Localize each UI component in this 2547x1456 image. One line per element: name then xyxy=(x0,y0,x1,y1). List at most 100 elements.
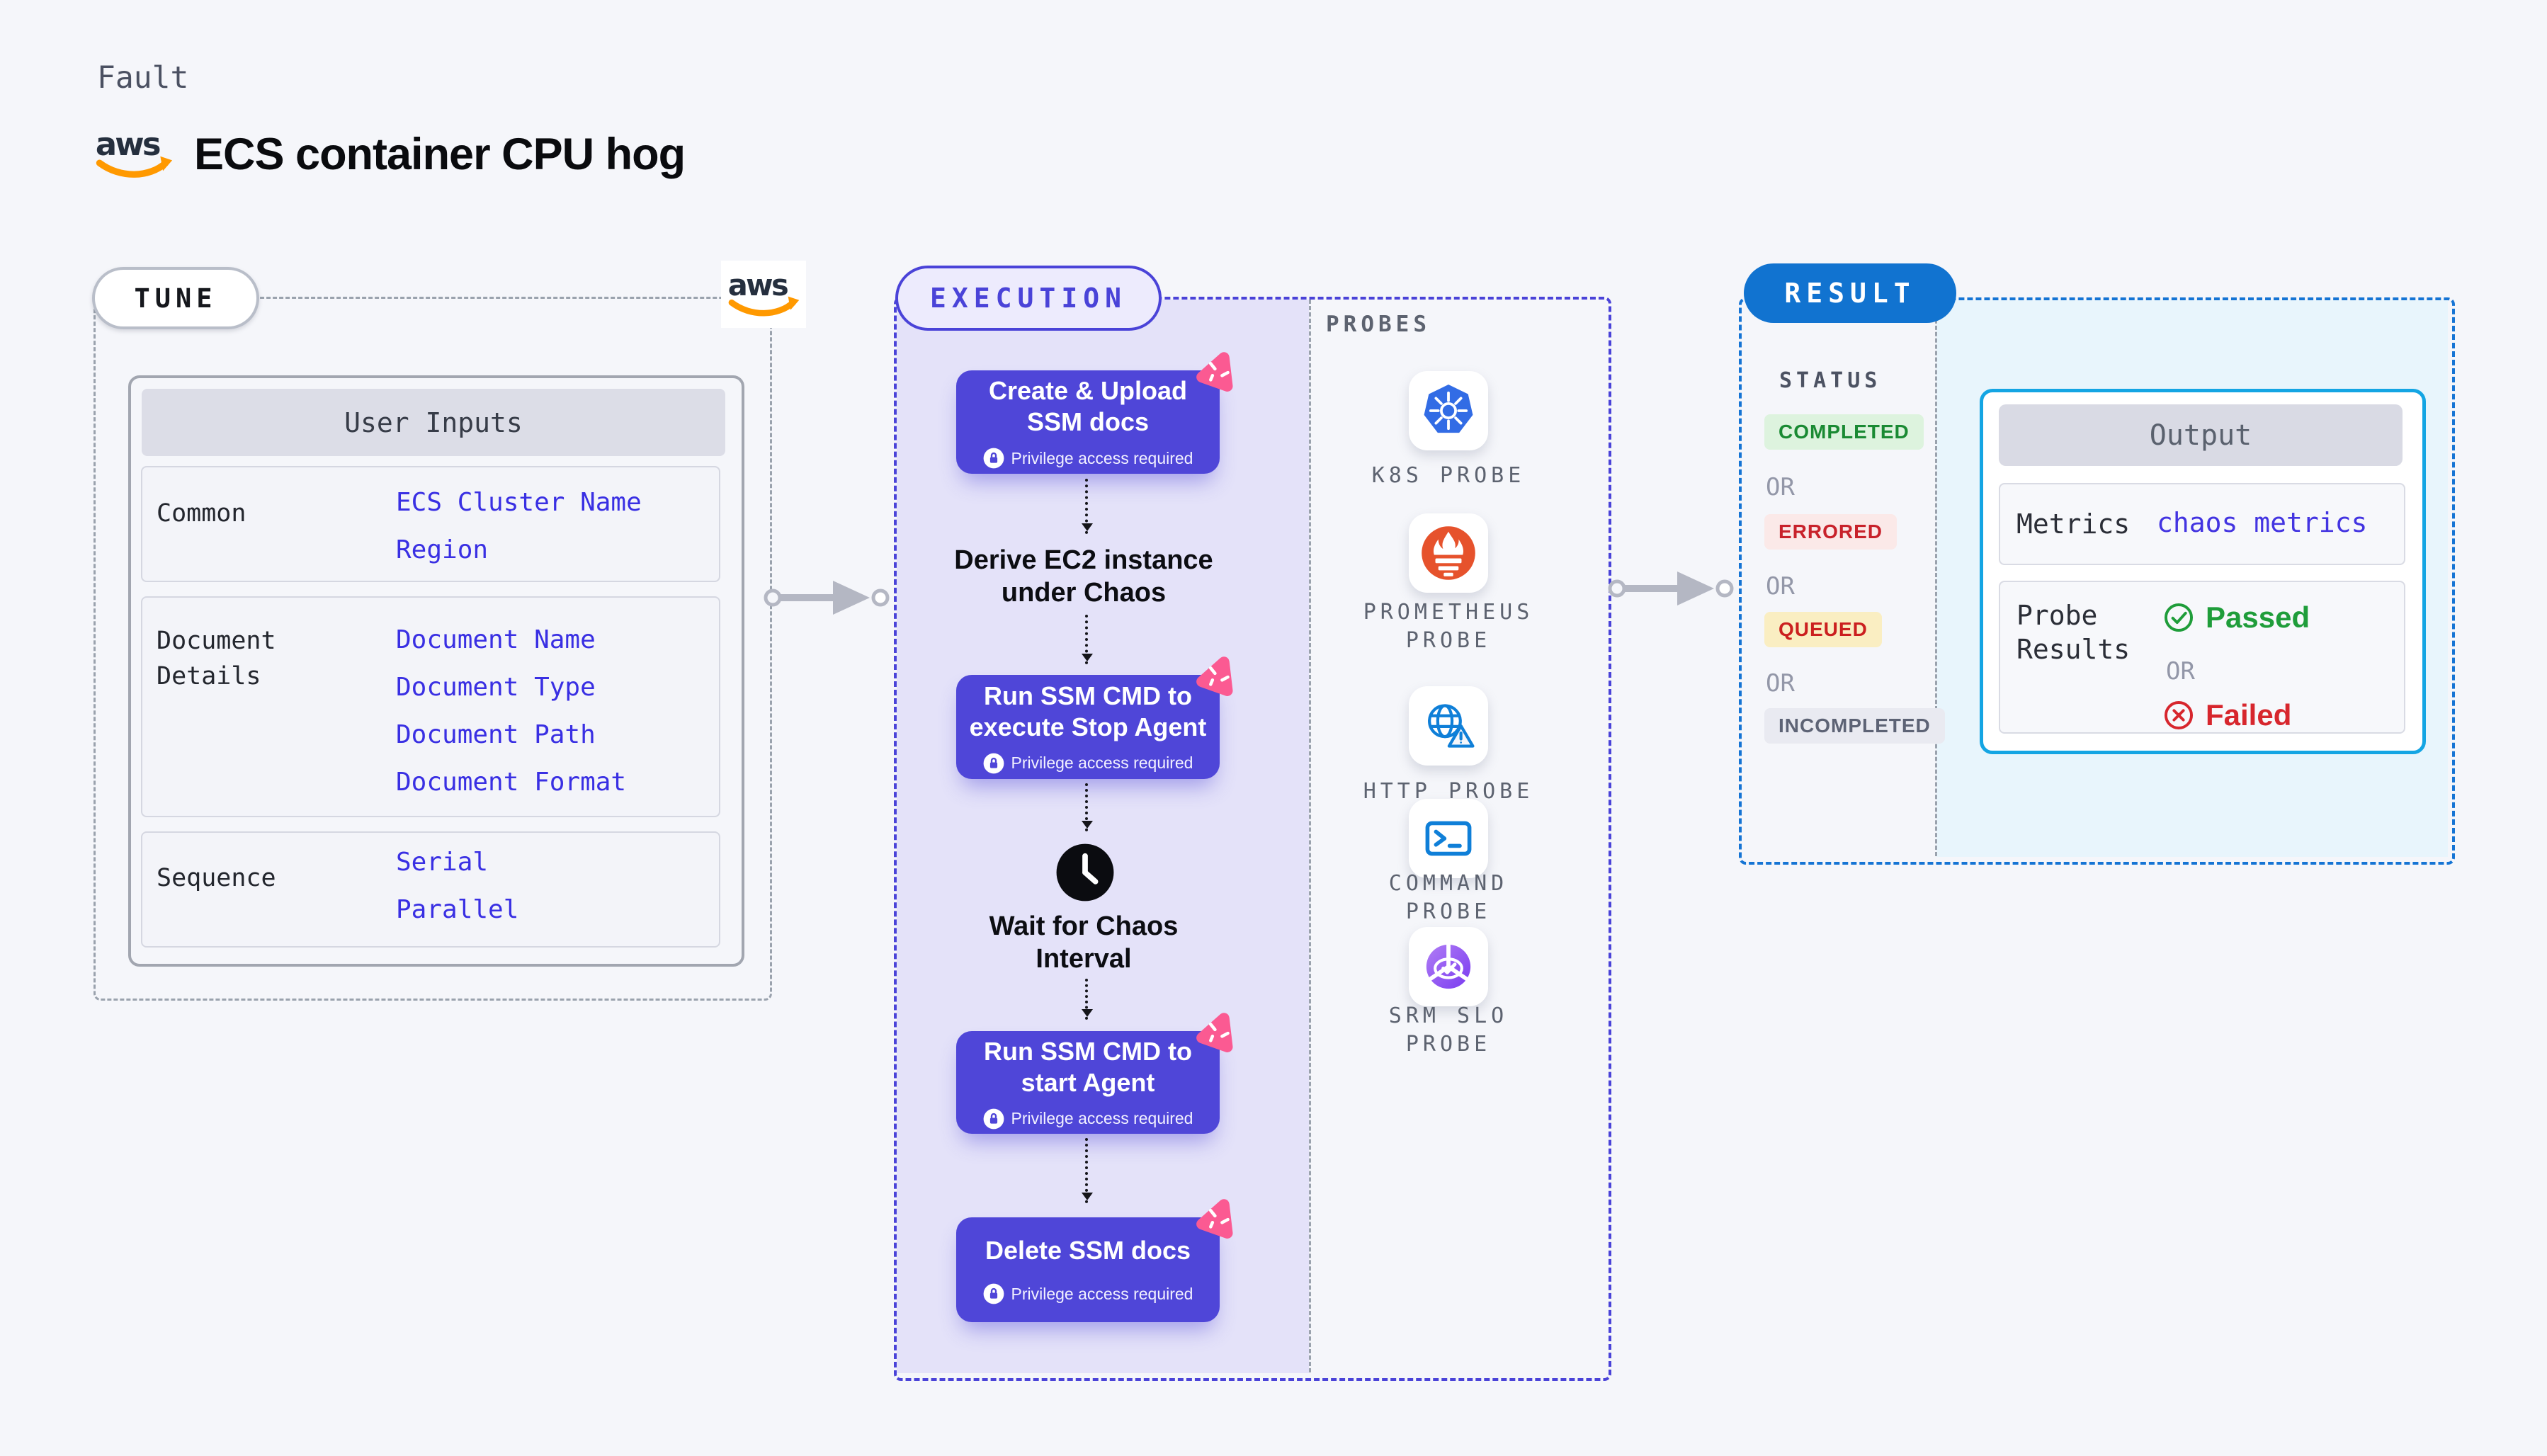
step-title: Create & Upload SSM docs xyxy=(988,376,1188,436)
execution-frame xyxy=(894,297,1611,1381)
fault-kicker: Fault xyxy=(97,60,189,96)
row-docdetails-value-0: Document Name xyxy=(396,625,596,654)
table-row-document-details xyxy=(141,596,720,817)
status-badge-incompleted: INCOMPLETED xyxy=(1764,708,1945,744)
privilege-note: Privilege access required xyxy=(983,1108,1193,1130)
flow-connector xyxy=(1082,1138,1093,1203)
probes-title: PROBES xyxy=(1326,312,1431,337)
privilege-note-label: Privilege access required xyxy=(1011,753,1193,772)
privilege-note-label: Privilege access required xyxy=(1011,1109,1193,1127)
status-badge-label: INCOMPLETED xyxy=(1779,715,1931,736)
step-run-ssm-start-agent: Run SSM CMD to start Agent Privilege acc… xyxy=(956,1013,1233,1134)
row-docdetails-label: Document Details xyxy=(157,627,276,690)
page-title: ECS container CPU hog xyxy=(194,130,686,179)
step-derive-ec2: Derive EC2 instance under Chaos xyxy=(954,545,1213,608)
prometheus-probe-icon xyxy=(1409,513,1488,593)
or-separator: OR xyxy=(1766,572,1795,601)
step-delete-ssm-docs: Delete SSM docs Privilege access require… xyxy=(956,1199,1233,1322)
output-header: Output xyxy=(1999,404,2403,466)
chaos-step-icon xyxy=(1192,348,1242,398)
status-badge-completed: COMPLETED xyxy=(1764,414,1924,450)
arrow-execution-to-result xyxy=(1608,566,1738,615)
aws-wordmark: aws xyxy=(728,267,788,302)
result-badge-label: RESULT xyxy=(1784,278,1916,309)
flow-connector xyxy=(1082,479,1093,534)
privilege-note: Privilege access required xyxy=(983,1283,1193,1304)
status-badge-queued: QUEUED xyxy=(1764,612,1882,647)
or-separator: OR xyxy=(2166,657,2195,686)
failed-x-icon xyxy=(2163,700,2194,731)
or-separator: OR xyxy=(1766,473,1795,501)
clock-icon xyxy=(1055,842,1116,903)
k8s-probe-label: K8S PROBE xyxy=(1371,463,1526,488)
result-frame xyxy=(1739,297,2455,865)
row-sequence-value-1: Parallel xyxy=(396,895,519,924)
table-row-common xyxy=(141,466,720,582)
privilege-note: Privilege access required xyxy=(983,448,1193,469)
probe-results-label: Probe Results xyxy=(2016,600,2131,665)
step-title: Run SSM CMD to start Agent xyxy=(984,1036,1192,1097)
command-probe-icon xyxy=(1409,799,1488,878)
result-divider xyxy=(1935,300,1937,856)
status-label: STATUS xyxy=(1779,368,1882,393)
lock-icon xyxy=(983,1108,1004,1129)
status-badge-label: QUEUED xyxy=(1779,618,1868,640)
passed-check-icon xyxy=(2163,602,2194,633)
row-docdetails-value-3: Document Format xyxy=(396,768,627,797)
step-title: Delete SSM docs xyxy=(985,1236,1191,1265)
row-sequence-label: Sequence xyxy=(157,864,276,892)
step-create-upload-ssm-docs: Create & Upload SSM docs Privilege acces… xyxy=(956,352,1233,474)
srm-slo-probe-icon xyxy=(1409,927,1488,1006)
lock-icon xyxy=(983,753,1004,773)
or-separator: OR xyxy=(1766,669,1795,698)
http-probe-icon xyxy=(1409,686,1488,766)
table-row-sequence xyxy=(141,831,720,948)
passed-label: Passed xyxy=(2206,601,2310,634)
lock-icon xyxy=(983,1283,1004,1304)
row-docdetails-value-1: Document Type xyxy=(396,673,596,702)
execution-flow-panel xyxy=(897,300,1309,1373)
row-sequence-value-0: Serial xyxy=(396,848,489,877)
privilege-note-label: Privilege access required xyxy=(1011,1284,1193,1303)
flow-connector xyxy=(1082,783,1093,831)
k8s-probe-icon xyxy=(1409,371,1488,450)
aws-logo: aws xyxy=(94,125,174,184)
row-common-value-1: Region xyxy=(396,535,489,564)
output-header-label: Output xyxy=(2149,419,2252,452)
status-badge-label: ERRORED xyxy=(1779,521,1883,542)
user-inputs-header-label: User Inputs xyxy=(344,406,523,438)
tune-badge: TUNE xyxy=(92,267,259,329)
output-row-metrics xyxy=(1999,483,2405,565)
tune-frame xyxy=(93,297,772,1001)
tune-badge-label: TUNE xyxy=(134,283,217,314)
execution-badge: EXECUTION xyxy=(895,266,1162,331)
flow-connector xyxy=(1082,979,1093,1020)
status-badge-label: COMPLETED xyxy=(1779,421,1910,443)
chaos-step-icon xyxy=(1192,653,1242,703)
status-badge-errored: ERRORED xyxy=(1764,514,1898,550)
lock-icon xyxy=(983,448,1004,469)
aws-wordmark: aws xyxy=(96,125,160,163)
result-badge: RESULT xyxy=(1744,263,1956,323)
metrics-label: Metrics xyxy=(2016,508,2131,540)
chaos-step-icon xyxy=(1192,1195,1242,1245)
failed-label: Failed xyxy=(2206,698,2292,732)
user-inputs-header: User Inputs xyxy=(142,389,725,456)
step-title: Run SSM CMD to execute Stop Agent xyxy=(969,681,1207,741)
row-common-value-0: ECS Cluster Name xyxy=(396,488,642,517)
row-common-label: Common xyxy=(157,499,246,528)
metrics-value: chaos metrics xyxy=(2157,507,2368,538)
output-row-probe-results xyxy=(1999,581,2405,734)
row-docdetails-value-2: Document Path xyxy=(396,720,596,749)
privilege-note: Privilege access required xyxy=(983,753,1193,774)
srm-slo-probe-label: SRM SLO PROBE xyxy=(1388,1003,1509,1057)
chaos-step-icon xyxy=(1192,1009,1242,1059)
aws-logo-small: aws xyxy=(721,261,806,328)
step-run-ssm-stop-agent: Run SSM CMD to execute Stop Agent Privil… xyxy=(956,656,1233,779)
flow-connector xyxy=(1082,615,1093,664)
command-probe-label: COMMAND PROBE xyxy=(1388,871,1509,924)
step-wait-chaos-interval: Wait for Chaos Interval xyxy=(989,911,1179,974)
execution-probes-divider xyxy=(1309,300,1311,1372)
prometheus-probe-label: PROMETHEUS PROBE xyxy=(1363,600,1534,653)
